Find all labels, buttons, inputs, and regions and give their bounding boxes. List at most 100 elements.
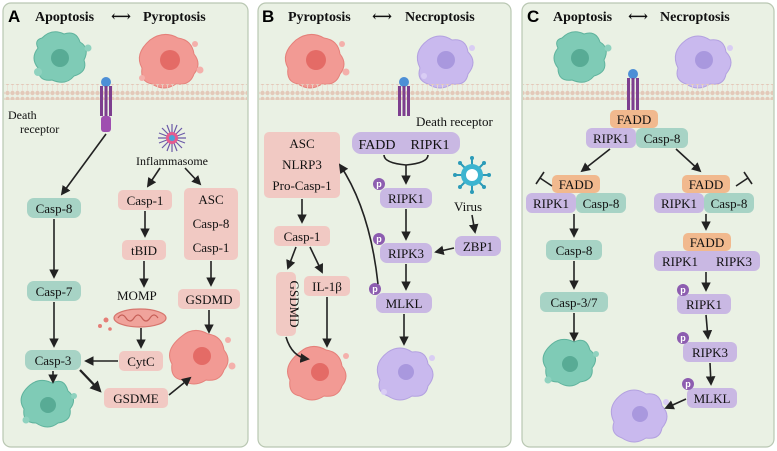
ripk1-p-label: RIPK1	[686, 297, 722, 312]
inhibit-right-bar	[743, 171, 753, 185]
phospho-mlkl-icon	[369, 283, 381, 295]
ripk1-p-box	[677, 294, 731, 314]
cell-membrane	[4, 84, 247, 100]
panel-c: C Apoptosis ⟷ Necroptosis FADD RIPK1 Cas…	[521, 2, 775, 448]
panel-b-background	[257, 2, 512, 448]
apoptotic-cell-icon	[33, 31, 92, 83]
casp1-box	[118, 190, 172, 210]
fadd-right-label: FADD	[689, 177, 723, 192]
casp3-box	[25, 350, 81, 370]
arrow-mlkl-nlrp3	[338, 163, 379, 285]
ripk1-left-box	[526, 193, 576, 213]
gsdmd-label: GSDMD	[186, 292, 233, 307]
asc-label: ASC	[198, 192, 223, 207]
momp-label: MOMP	[117, 288, 157, 303]
phospho-mlkl-label: p	[372, 284, 378, 294]
nlrp3-label: NLRP3	[282, 157, 322, 172]
ripk1-r2-label: RIPK1	[662, 254, 698, 269]
panel-a: A Apoptosis ⟷ Pyroptosis Death	[2, 2, 249, 448]
casp8-mid-box	[546, 240, 602, 260]
gsdmd-label: GSDMD	[287, 281, 302, 328]
panel-b-double-arrow: ⟷	[372, 10, 392, 25]
casp8-mid-label: Casp-8	[556, 243, 593, 258]
casp8-right-label: Casp-8	[711, 196, 748, 211]
cytc-box	[119, 351, 163, 371]
cell-membrane	[259, 84, 510, 100]
panel-b-title-right: Necroptosis	[405, 10, 475, 25]
casp8-left-label: Casp-8	[583, 196, 620, 211]
arrow-gsdmd-cell	[285, 336, 310, 363]
necroptotic-cell-icon	[674, 35, 733, 89]
pro-casp1-label: Pro-Casp-1	[272, 178, 331, 193]
mlkl-label: MLKL	[694, 391, 731, 406]
casp1-label: Casp-1	[284, 229, 321, 244]
ripk1-top-label: RIPK1	[411, 138, 450, 153]
panel-b: B Pyroptosis ⟷ Necroptosis Death recepto…	[257, 2, 512, 448]
asc-casp1-label: Casp-1	[193, 240, 230, 255]
asc-complex-box	[184, 188, 238, 260]
mlkl-label: MLKL	[386, 296, 423, 311]
death-receptor-icon	[627, 69, 639, 114]
casp1-label: Casp-1	[127, 193, 164, 208]
phospho-ripk1-icon	[373, 178, 385, 190]
casp8-left-box	[576, 193, 626, 213]
apoptotic-cell-icon	[553, 31, 612, 83]
casp37-box	[540, 292, 608, 312]
arrow-virus-zbp1	[468, 214, 479, 234]
phospho-ripk3-label: p	[376, 234, 382, 244]
casp8-top-label: Casp-8	[644, 131, 681, 146]
inflammasome-label: Inflammasome	[136, 154, 208, 168]
nlrp3-inflammasome-box	[264, 132, 340, 198]
casp8-label: Casp-8	[36, 201, 73, 216]
pyroptotic-cell-bottom-icon	[169, 330, 236, 385]
il1b-label: IL-1β	[312, 279, 342, 294]
casp3-label: Casp-3	[35, 353, 72, 368]
gsdmd-box	[178, 289, 240, 309]
virus-icon	[453, 156, 491, 194]
necroptotic-cell-bottom-icon	[376, 347, 435, 401]
death-receptor-icon	[398, 77, 410, 116]
inflammasome-icon	[158, 124, 186, 152]
casp1-box	[274, 226, 330, 246]
phospho-ripk3-icon	[677, 332, 689, 344]
fadd-left-box	[552, 175, 600, 193]
gsdme-box	[104, 388, 168, 408]
inhibit-left	[539, 177, 553, 187]
cytc-label: CytC	[127, 354, 154, 369]
panel-c-title-right: Necroptosis	[660, 10, 730, 25]
arrow-inflammasome-asc	[184, 167, 202, 186]
panel-c-letter: C	[527, 7, 539, 26]
virus-label: Virus	[454, 199, 482, 214]
inhibit-left-bar	[535, 171, 545, 185]
death-receptor-label-1: Death	[8, 108, 37, 122]
casp8-right-box	[704, 193, 754, 213]
panel-b-title-left: Pyroptosis	[288, 10, 351, 25]
ripk1-top-label: RIPK1	[593, 131, 629, 146]
panel-c-double-arrow: ⟷	[628, 10, 648, 25]
ripk1-right-box	[654, 193, 704, 213]
arrow-zbp1-ripk3	[434, 245, 455, 256]
mlkl-box	[687, 388, 737, 408]
phospho-ripk1-label: p	[680, 285, 686, 295]
ripk1-top-box	[586, 128, 636, 148]
phospho-ripk3-icon	[373, 233, 385, 245]
mitochondrion-icon	[98, 308, 167, 331]
casp8-top-box	[636, 128, 688, 148]
ripk3-p-label: RIPK3	[692, 345, 728, 360]
panel-a-letter: A	[8, 7, 20, 26]
panel-a-double-arrow: ⟷	[111, 10, 131, 25]
asc-label: ASC	[289, 136, 314, 151]
death-receptor-icon	[100, 77, 112, 132]
ripk1-box	[380, 188, 432, 208]
arrow-gsdme-cell	[168, 376, 192, 396]
ripk1-label: RIPK1	[388, 191, 424, 206]
arrow-casp1-il1b	[309, 246, 324, 274]
ripk1-left-label: RIPK1	[533, 196, 569, 211]
panel-a-title-left: Apoptosis	[35, 10, 95, 25]
necroptotic-cell-icon	[416, 35, 475, 89]
arrow-ripk1-ripk3	[702, 314, 713, 340]
fadd-r2-box	[683, 233, 731, 251]
casp7-label: Casp-7	[36, 284, 73, 299]
